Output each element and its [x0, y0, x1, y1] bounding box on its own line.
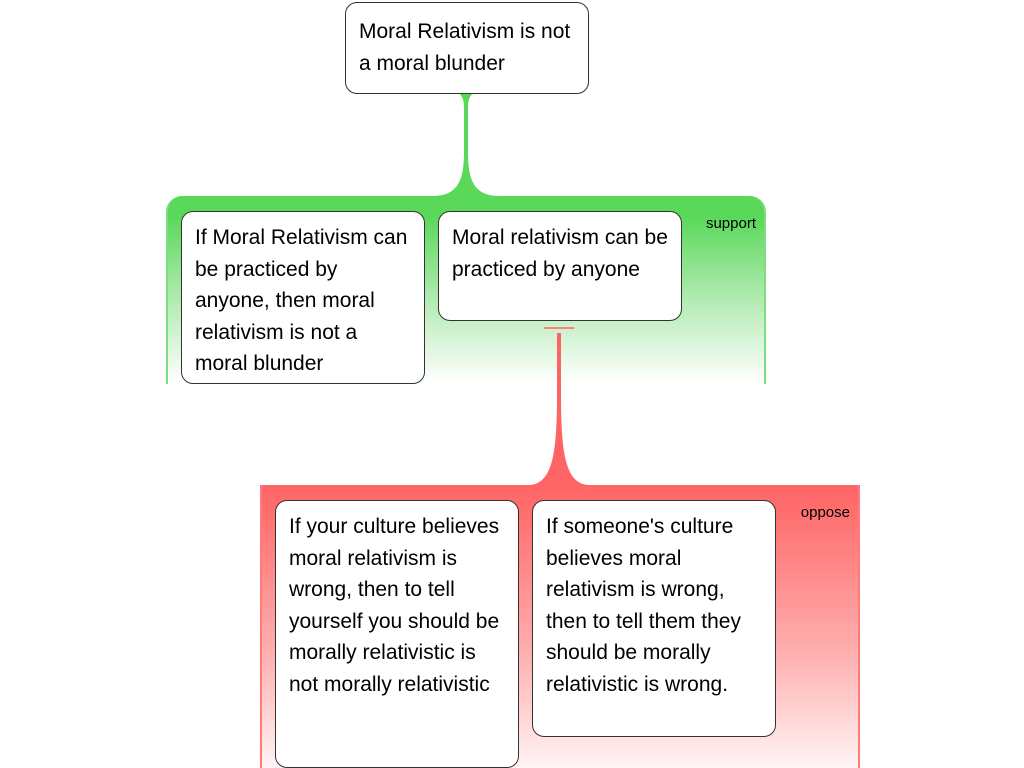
oppose-node-2[interactable]: If someone's culture believes moral rela…	[532, 500, 776, 737]
oppose-connector	[530, 327, 588, 489]
support-node-claim[interactable]: Moral relativism can be practiced by any…	[438, 211, 682, 321]
oppose-node-2-text: If someone's culture believes moral rela…	[546, 515, 741, 696]
support-node-claim-text: Moral relativism can be practiced by any…	[452, 226, 668, 281]
root-claim-node[interactable]: Moral Relativism is not a moral blunder	[345, 2, 589, 94]
support-connector	[432, 92, 500, 200]
support-label: support	[705, 215, 756, 232]
support-node-premise-text: If Moral Relativism can be practiced by …	[195, 226, 408, 375]
oppose-label: oppose	[800, 504, 850, 521]
root-claim-text: Moral Relativism is not a moral blunder	[359, 20, 571, 75]
support-node-premise[interactable]: If Moral Relativism can be practiced by …	[181, 211, 425, 384]
oppose-node-1-text: If your culture believes moral relativis…	[289, 515, 500, 696]
oppose-node-1[interactable]: If your culture believes moral relativis…	[275, 500, 519, 768]
